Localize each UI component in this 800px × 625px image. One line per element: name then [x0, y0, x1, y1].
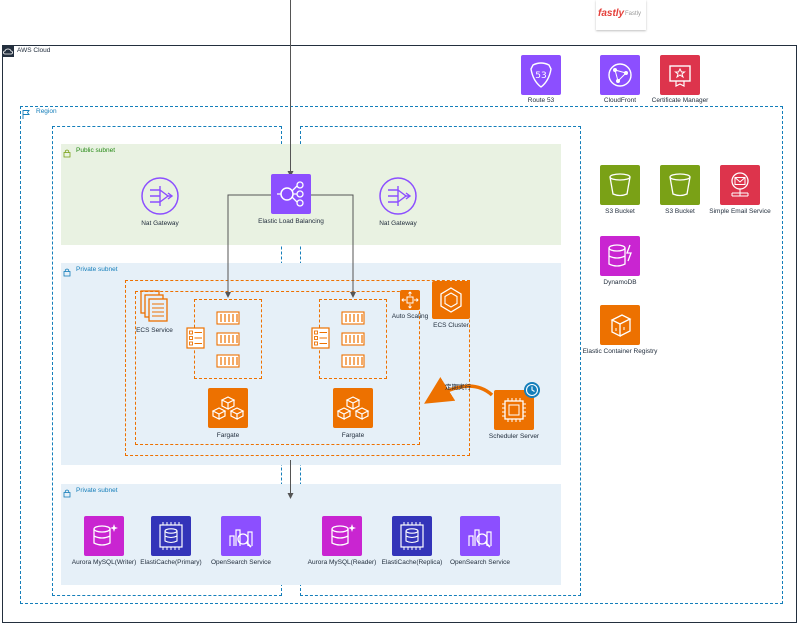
fastly-label: Fastly: [625, 11, 642, 17]
fargate-1-label: Fargate: [216, 432, 240, 439]
aurora-reader-label: Aurora MySQL(Reader): [307, 559, 377, 566]
private-subnet-data-label: Private subnet: [76, 487, 118, 494]
elastic-load-balancing-label: Elastic Load Balancing: [258, 218, 324, 225]
scheduler-server-icon: [494, 390, 534, 430]
s3-bucket-2-icon: [660, 165, 700, 205]
elastic-load-balancing-icon: [271, 174, 311, 214]
ecr-icon: [600, 305, 640, 345]
aurora-writer-label: Aurora MySQL(Writer): [71, 559, 137, 566]
private-subnet-app-group: [61, 263, 561, 465]
container-2a-icon: [341, 311, 365, 325]
public-subnet-lock-icon: [62, 145, 72, 158]
auto-scaling-icon: [400, 290, 420, 310]
certificate-manager-label: Certificate Manager: [651, 97, 709, 104]
aws-cloud-label: AWS Cloud: [17, 47, 51, 54]
s3-bucket-1-label: S3 Bucket: [605, 208, 635, 215]
ecr-label: Elastic Container Registry: [582, 348, 658, 355]
aurora-writer-icon: [84, 516, 124, 556]
private-subnet-data-lock-icon: [62, 485, 72, 498]
svg-text:53: 53: [535, 71, 546, 81]
aurora-reader-icon: [322, 516, 362, 556]
task-definition-2-icon: [311, 327, 330, 349]
task-definition-1-icon: [186, 327, 205, 349]
ecs-service-icon: [140, 290, 168, 322]
container-1c-icon: [216, 354, 240, 368]
fargate-1-icon: [208, 388, 248, 428]
opensearch-1-label: OpenSearch Service: [211, 559, 271, 566]
nat-gateway-2-icon: [378, 176, 418, 216]
region-group: [20, 106, 783, 604]
scheduler-server-label: Scheduler Server: [488, 433, 540, 440]
elasticache-primary-icon: [151, 516, 191, 556]
s3-bucket-2-label: S3 Bucket: [665, 208, 695, 215]
opensearch-2-icon: [460, 516, 500, 556]
elb-to-task-2-arrow: [310, 194, 356, 298]
elasticache-primary-label: ElastiCache(Primary): [140, 559, 202, 566]
elasticache-replica-label: ElastiCache(Replica): [381, 559, 443, 566]
dynamodb-icon: [600, 236, 640, 276]
container-2c-icon: [341, 354, 365, 368]
auto-scaling-label: Auto Scaling: [391, 313, 429, 320]
s3-bucket-1-icon: [600, 165, 640, 205]
cloudfront-label: CloudFront: [603, 97, 637, 104]
cloudfront-icon: [600, 55, 640, 95]
private-subnet-app-lock-icon: [62, 264, 72, 277]
elb-to-task-1-arrow: [225, 194, 271, 298]
container-1a-icon: [216, 311, 240, 325]
aws-cloud-group: [2, 45, 797, 623]
clock-icon: [524, 382, 540, 398]
certificate-manager-icon: [660, 55, 700, 95]
ecs-service-boundary: [135, 291, 420, 445]
fastly-logo: fastly: [598, 8, 625, 19]
container-1b-icon: [216, 332, 240, 346]
route53-icon: 53: [521, 55, 561, 95]
ecs-service-label: ECS Service: [136, 327, 173, 334]
region-label: Region: [36, 108, 57, 115]
ecs-cluster-icon: [432, 281, 470, 319]
elasticache-replica-icon: [392, 516, 432, 556]
dynamodb-label: DynamoDB: [603, 279, 637, 286]
opensearch-2-label: OpenSearch Service: [450, 559, 510, 566]
ecs-cluster-label: ECS Cluster: [433, 322, 469, 329]
ecs-cluster-boundary: [125, 280, 470, 456]
fastly-box: [596, 0, 646, 30]
nat-gateway-1-label: Nat Gateway: [141, 220, 179, 227]
private-subnet-app-label: Private subnet: [76, 266, 118, 273]
ses-icon: [720, 165, 760, 205]
nat-gateway-2-label: Nat Gateway: [379, 220, 417, 227]
scheduled-run-arrow: [424, 377, 494, 404]
region-flag-icon: [21, 107, 32, 119]
opensearch-1-icon: [221, 516, 261, 556]
route53-label: Route 53: [527, 97, 555, 104]
scheduled-run-label: 定期実行: [445, 384, 471, 391]
ses-label: Simple Email Service: [709, 208, 771, 215]
fargate-2-label: Fargate: [341, 432, 365, 439]
aws-cloud-icon: [2, 45, 14, 57]
container-2b-icon: [341, 332, 365, 346]
fargate-2-icon: [333, 388, 373, 428]
public-subnet-label: Public subnet: [76, 147, 116, 154]
nat-gateway-1-icon: [140, 176, 180, 216]
